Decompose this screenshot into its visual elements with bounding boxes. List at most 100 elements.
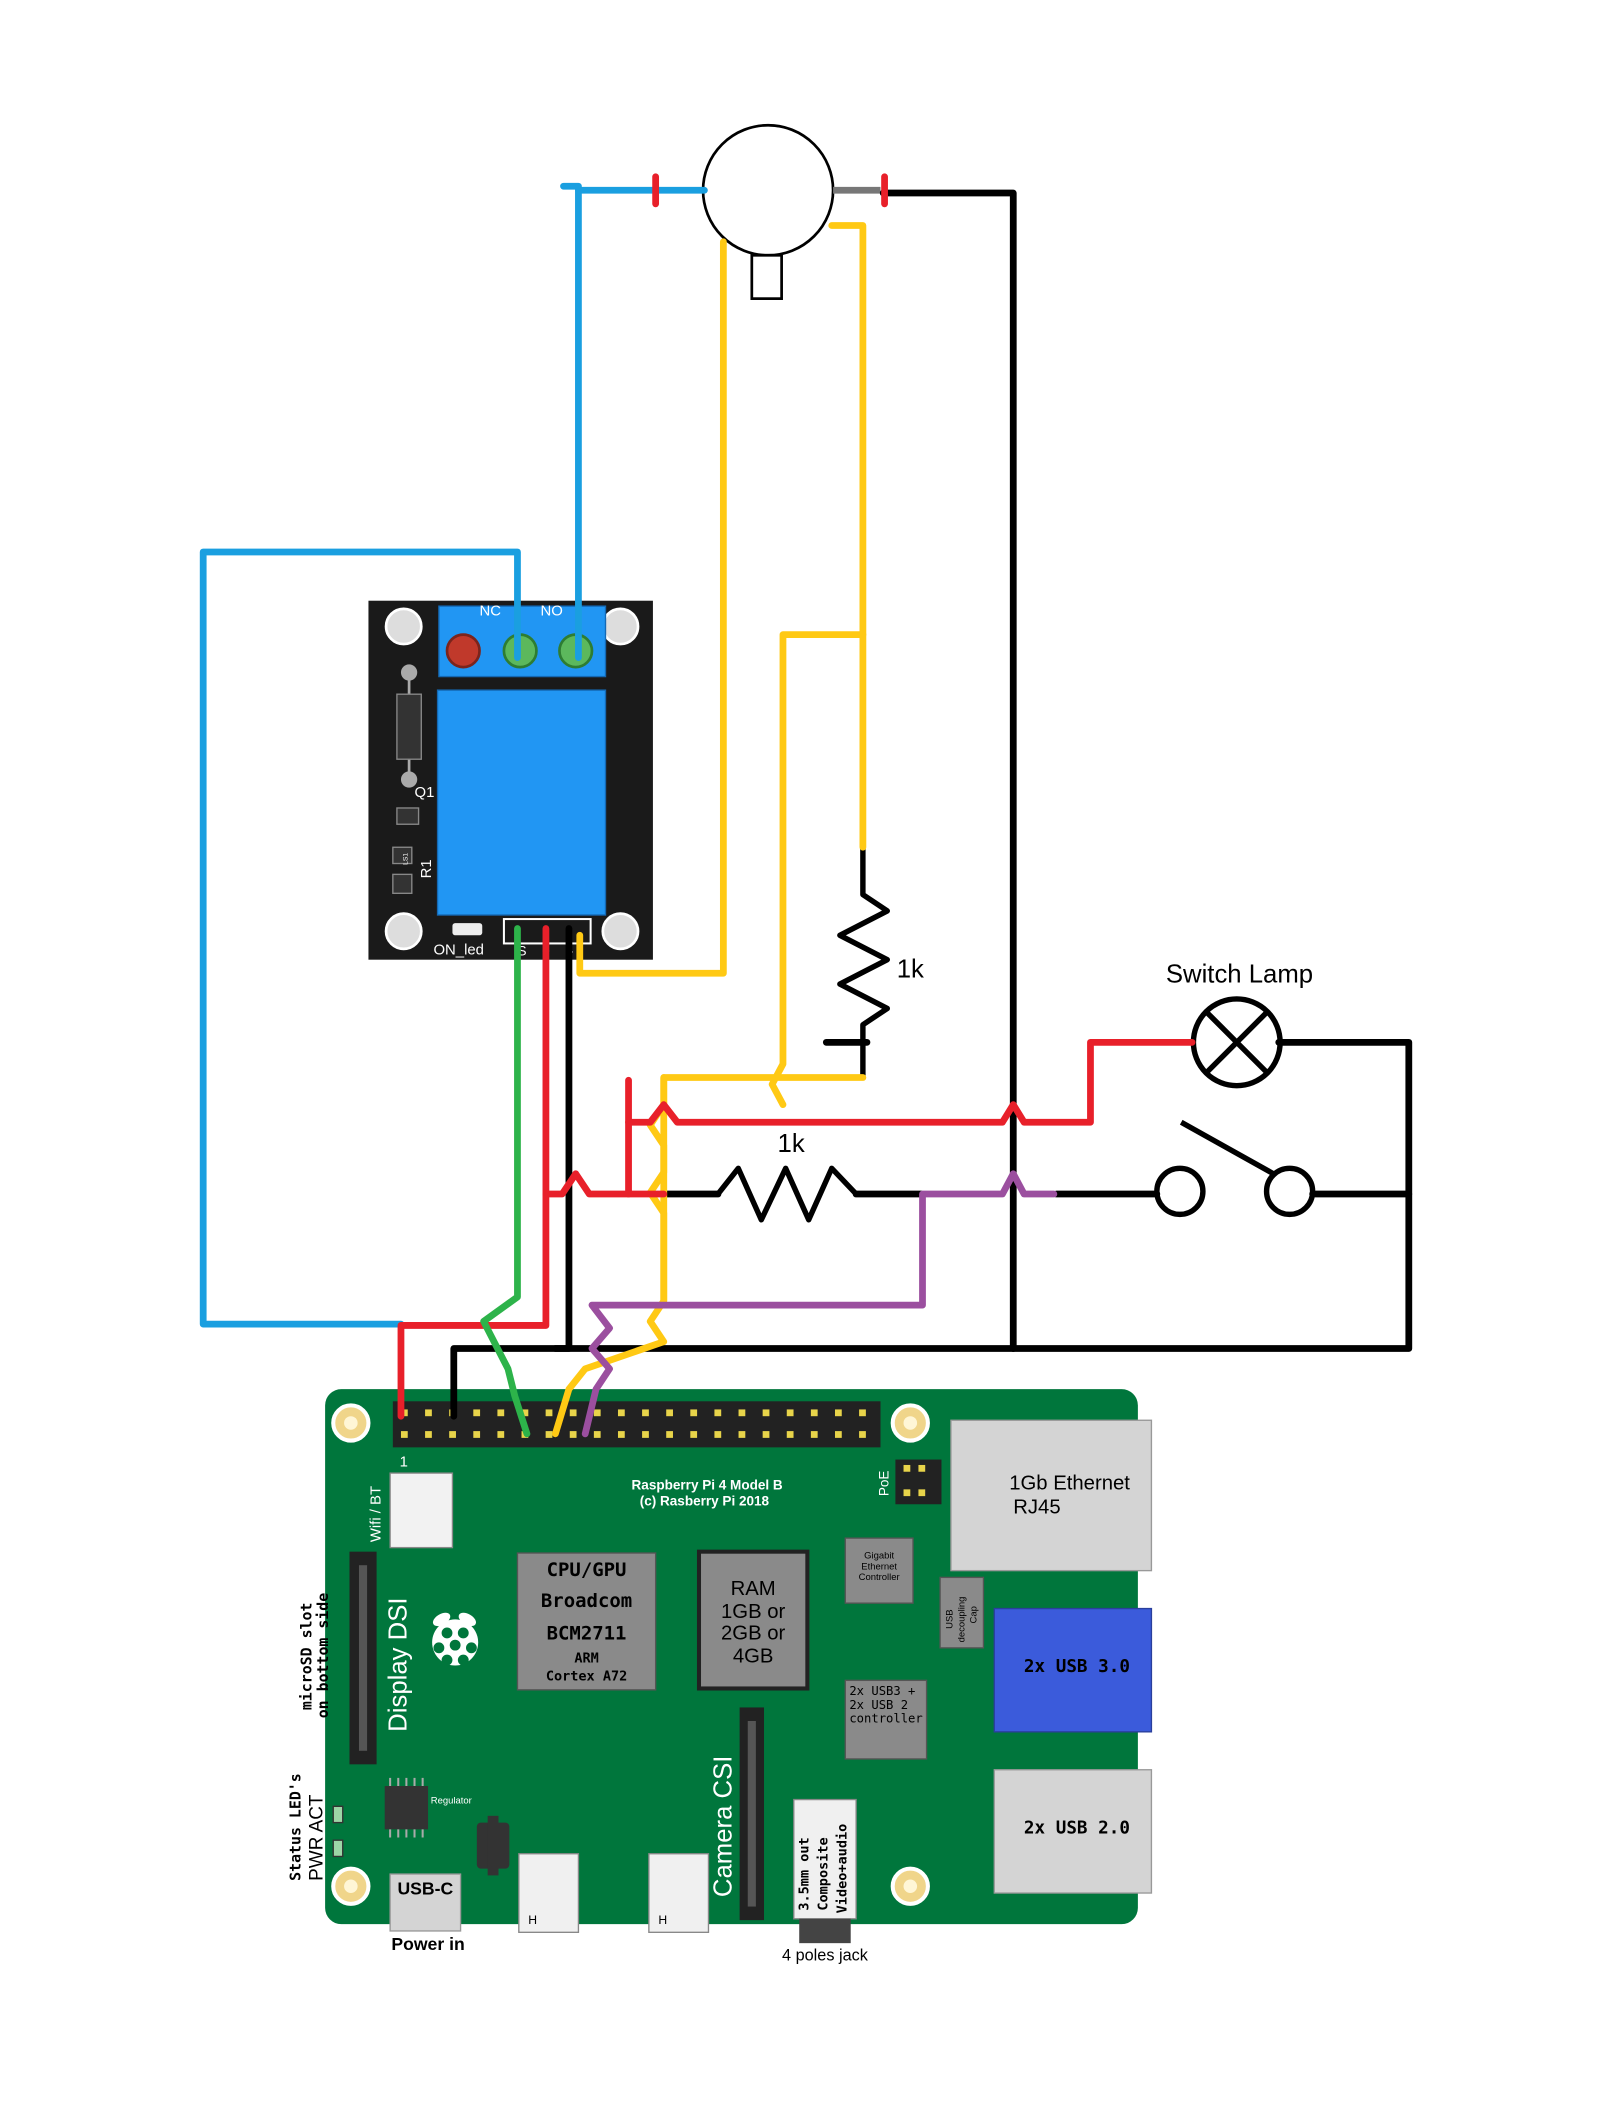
terminal-screw-com [445,633,481,669]
wires [199,173,1413,1438]
motor-shaft [750,253,783,300]
lamp-label: Switch Lamp [1166,961,1313,989]
transistor-q1 [396,807,420,825]
regulator-chip [384,1786,429,1830]
hdmi-port-1 [648,1853,710,1933]
cpu-line2: Broadcom [541,1590,632,1612]
ram-line1: RAM [731,1578,776,1600]
on-led-label: ON_led [433,942,484,958]
gpio-pin [449,1431,456,1438]
power-in-label: Power in [391,1934,464,1954]
gigabit-controller [844,1537,914,1604]
audio-jack [793,1798,857,1920]
usb3-port [993,1607,1153,1733]
act-led [332,1839,344,1858]
q1-label: Q1 [415,785,435,801]
gpio-pin [521,1409,529,1417]
wire-green [480,925,531,1438]
status-line2: PWR ACT [306,1794,327,1881]
gpio-pin [666,1431,673,1438]
gpio-pin [593,1409,601,1417]
gpio-pin [859,1409,866,1417]
relay-body [436,689,607,916]
usb3-label: 2x USB 3.0 [1024,1657,1130,1677]
microsd-line1: microSD slot [298,1603,316,1711]
gpio-pin [642,1431,649,1438]
gpio-pin [762,1409,770,1417]
resistor-top [837,844,890,1081]
wire-yellow [552,222,867,1438]
camera-csi-label: Camera CSI [709,1756,737,1897]
r1-label: R1 [419,859,435,878]
microsd-line2: on bottom side [314,1593,332,1719]
gigabit-line2: Ethernet [861,1561,897,1572]
hdmi-port-0 [518,1853,580,1933]
usb-cap-line2: decoupling [956,1597,967,1643]
cpu-line4: ARM [574,1651,598,1667]
usb-cap-line3: Cap [969,1606,980,1623]
gpio-pin [786,1409,794,1417]
resistor-top-label: 1k [897,955,924,983]
gpio-pin [569,1431,577,1438]
cpu-line1: CPU/GPU [547,1559,627,1581]
poe-label: PoE [877,1471,892,1497]
gigabit-line3: Controller [859,1572,900,1583]
jack-line1: 3.5mm out [797,1837,813,1910]
lamp-and-switch: Switch Lamp [1154,961,1316,1218]
raspberry-pi-board: 1 Raspberry Pi 4 Model B (c) Rasberry Pi… [287,1389,1153,1965]
display-dsi-label: Display DSI [384,1597,412,1731]
ram-line3: 2GB or [721,1623,786,1645]
wire-blue [199,182,708,1328]
wifi-label: Wifi / BT [369,1486,385,1542]
nc-label: NC [480,604,502,620]
ram-line4: 4GB [733,1646,774,1668]
gpio-pin [425,1409,432,1417]
gpio-pin [473,1409,481,1417]
status-line1: Status LED's [287,1773,305,1881]
hdmi-1-label: H [658,1913,667,1927]
ethernet-line1: 1Gb Ethernet [1009,1472,1130,1494]
mounting-holes [331,1403,930,1906]
wire-red [397,173,1196,1420]
usb2-port [993,1769,1153,1894]
gpio-pin [400,1431,408,1438]
gpio-pin [834,1409,842,1417]
gpio-pin [690,1409,698,1417]
cpu-line5: Cortex A72 [546,1668,627,1684]
ethernet-line2: RJ45 [1013,1497,1060,1519]
pi-title-line1: Raspberry Pi 4 Model B [632,1477,783,1492]
resistor-mid-label: 1k [778,1130,805,1158]
gpio-pin [473,1431,481,1438]
gpio-pin [834,1431,842,1438]
pin1-label: 1 [400,1454,408,1470]
pin-s-label: S [517,944,526,959]
ls-label: LS1 [403,853,410,865]
gpio-pin [425,1431,432,1438]
gpio-pin [569,1409,577,1417]
gpio-pin [497,1409,505,1417]
motor [701,123,881,300]
usb-c-port [389,1873,462,1932]
diode [396,693,422,760]
gpio-pin [617,1409,625,1417]
ram-chip [696,1549,810,1691]
gpio-pin [545,1431,553,1438]
gpio-pin [714,1409,722,1417]
ram-line2: 1GB or [721,1601,786,1623]
usb-ctrl-line2: 2x USB 2 [849,1698,908,1712]
pi-title-line2: (c) Rasberry Pi 2018 [640,1494,770,1509]
gpio-pin [642,1409,649,1417]
raspberry-logo-icon [432,1612,479,1666]
usb-controller [844,1679,928,1760]
usb-cap-line1: USB [944,1609,955,1628]
lamp-icon [1190,996,1283,1089]
on-led [452,923,483,936]
gpio-pin [545,1409,553,1417]
resistor-mid [715,1165,859,1223]
ethernet-port [950,1419,1153,1572]
cpu-chip [516,1552,657,1691]
switch-icon [1154,1119,1316,1218]
gpio-pin [497,1431,505,1438]
gpio-pin [690,1431,698,1438]
relay-module: NC NO Q1 LS1 R1 ON_led S + - [368,600,653,960]
